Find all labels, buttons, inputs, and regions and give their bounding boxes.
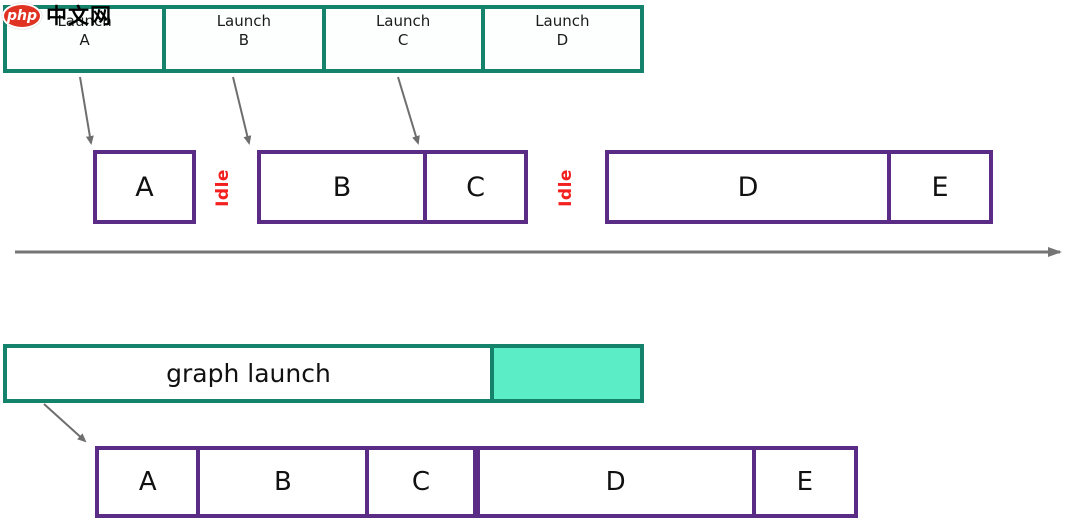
php-logo-oval: php	[2, 3, 42, 29]
graph-launch-label: graph launch	[166, 359, 331, 388]
idle-label-2: Idle	[556, 169, 576, 207]
launch-box-c: Launch C	[321, 9, 481, 69]
launch-box-c-letter: C	[397, 30, 409, 49]
graph-launch-box: graph launch	[3, 344, 644, 403]
kernel-box-a: A	[97, 154, 192, 220]
idle-label-1: Idle	[213, 169, 233, 207]
kernel-box-c: C	[423, 154, 524, 220]
launch-box-d: Launch D	[480, 9, 640, 69]
arrow-launch-a-to-kernel-a	[79, 76, 94, 145]
php-cn-watermark-logo: php 中文网	[2, 3, 112, 29]
watermark-site-text: 中文网	[46, 3, 112, 28]
launch-box-c-word: Launch	[375, 12, 431, 30]
graph-kernel-box-d: D	[472, 450, 752, 514]
kernel-box-b: B	[261, 154, 424, 220]
arrow-launch-b-to-kernel-b	[232, 76, 252, 145]
stream-kernel-group-bc: B C	[257, 150, 528, 224]
launch-box-b-letter: B	[238, 30, 250, 49]
graph-launch-exec-segment	[490, 348, 640, 399]
arrow-launch-c-to-kernel-c	[397, 76, 420, 145]
graph-execution-row: A B C D E	[95, 446, 858, 518]
launch-box-a-word: Launch	[57, 12, 112, 30]
launch-box-b-word: Launch	[216, 12, 272, 30]
graph-kernel-box-a: A	[99, 450, 197, 514]
graph-kernel-box-c: C	[365, 450, 473, 514]
launch-row: Launch A Launch B Launch C Launch D	[3, 5, 644, 73]
graph-kernel-box-b: B	[196, 450, 366, 514]
kernel-box-e: E	[887, 154, 989, 220]
launch-box-d-letter: D	[556, 30, 569, 49]
graph-kernel-box-e: E	[751, 450, 854, 514]
kernel-box-d: D	[609, 154, 888, 220]
launch-box-a-letter: A	[79, 30, 90, 49]
launch-box-b: Launch B	[162, 9, 322, 69]
stream-kernel-group-a: A	[93, 150, 196, 224]
arrow-graph-launch-to-graph-row	[43, 403, 87, 443]
launch-box-d-word: Launch	[535, 12, 590, 30]
stream-kernel-group-de: D E	[605, 150, 993, 224]
php-logo-text: php	[6, 8, 37, 24]
